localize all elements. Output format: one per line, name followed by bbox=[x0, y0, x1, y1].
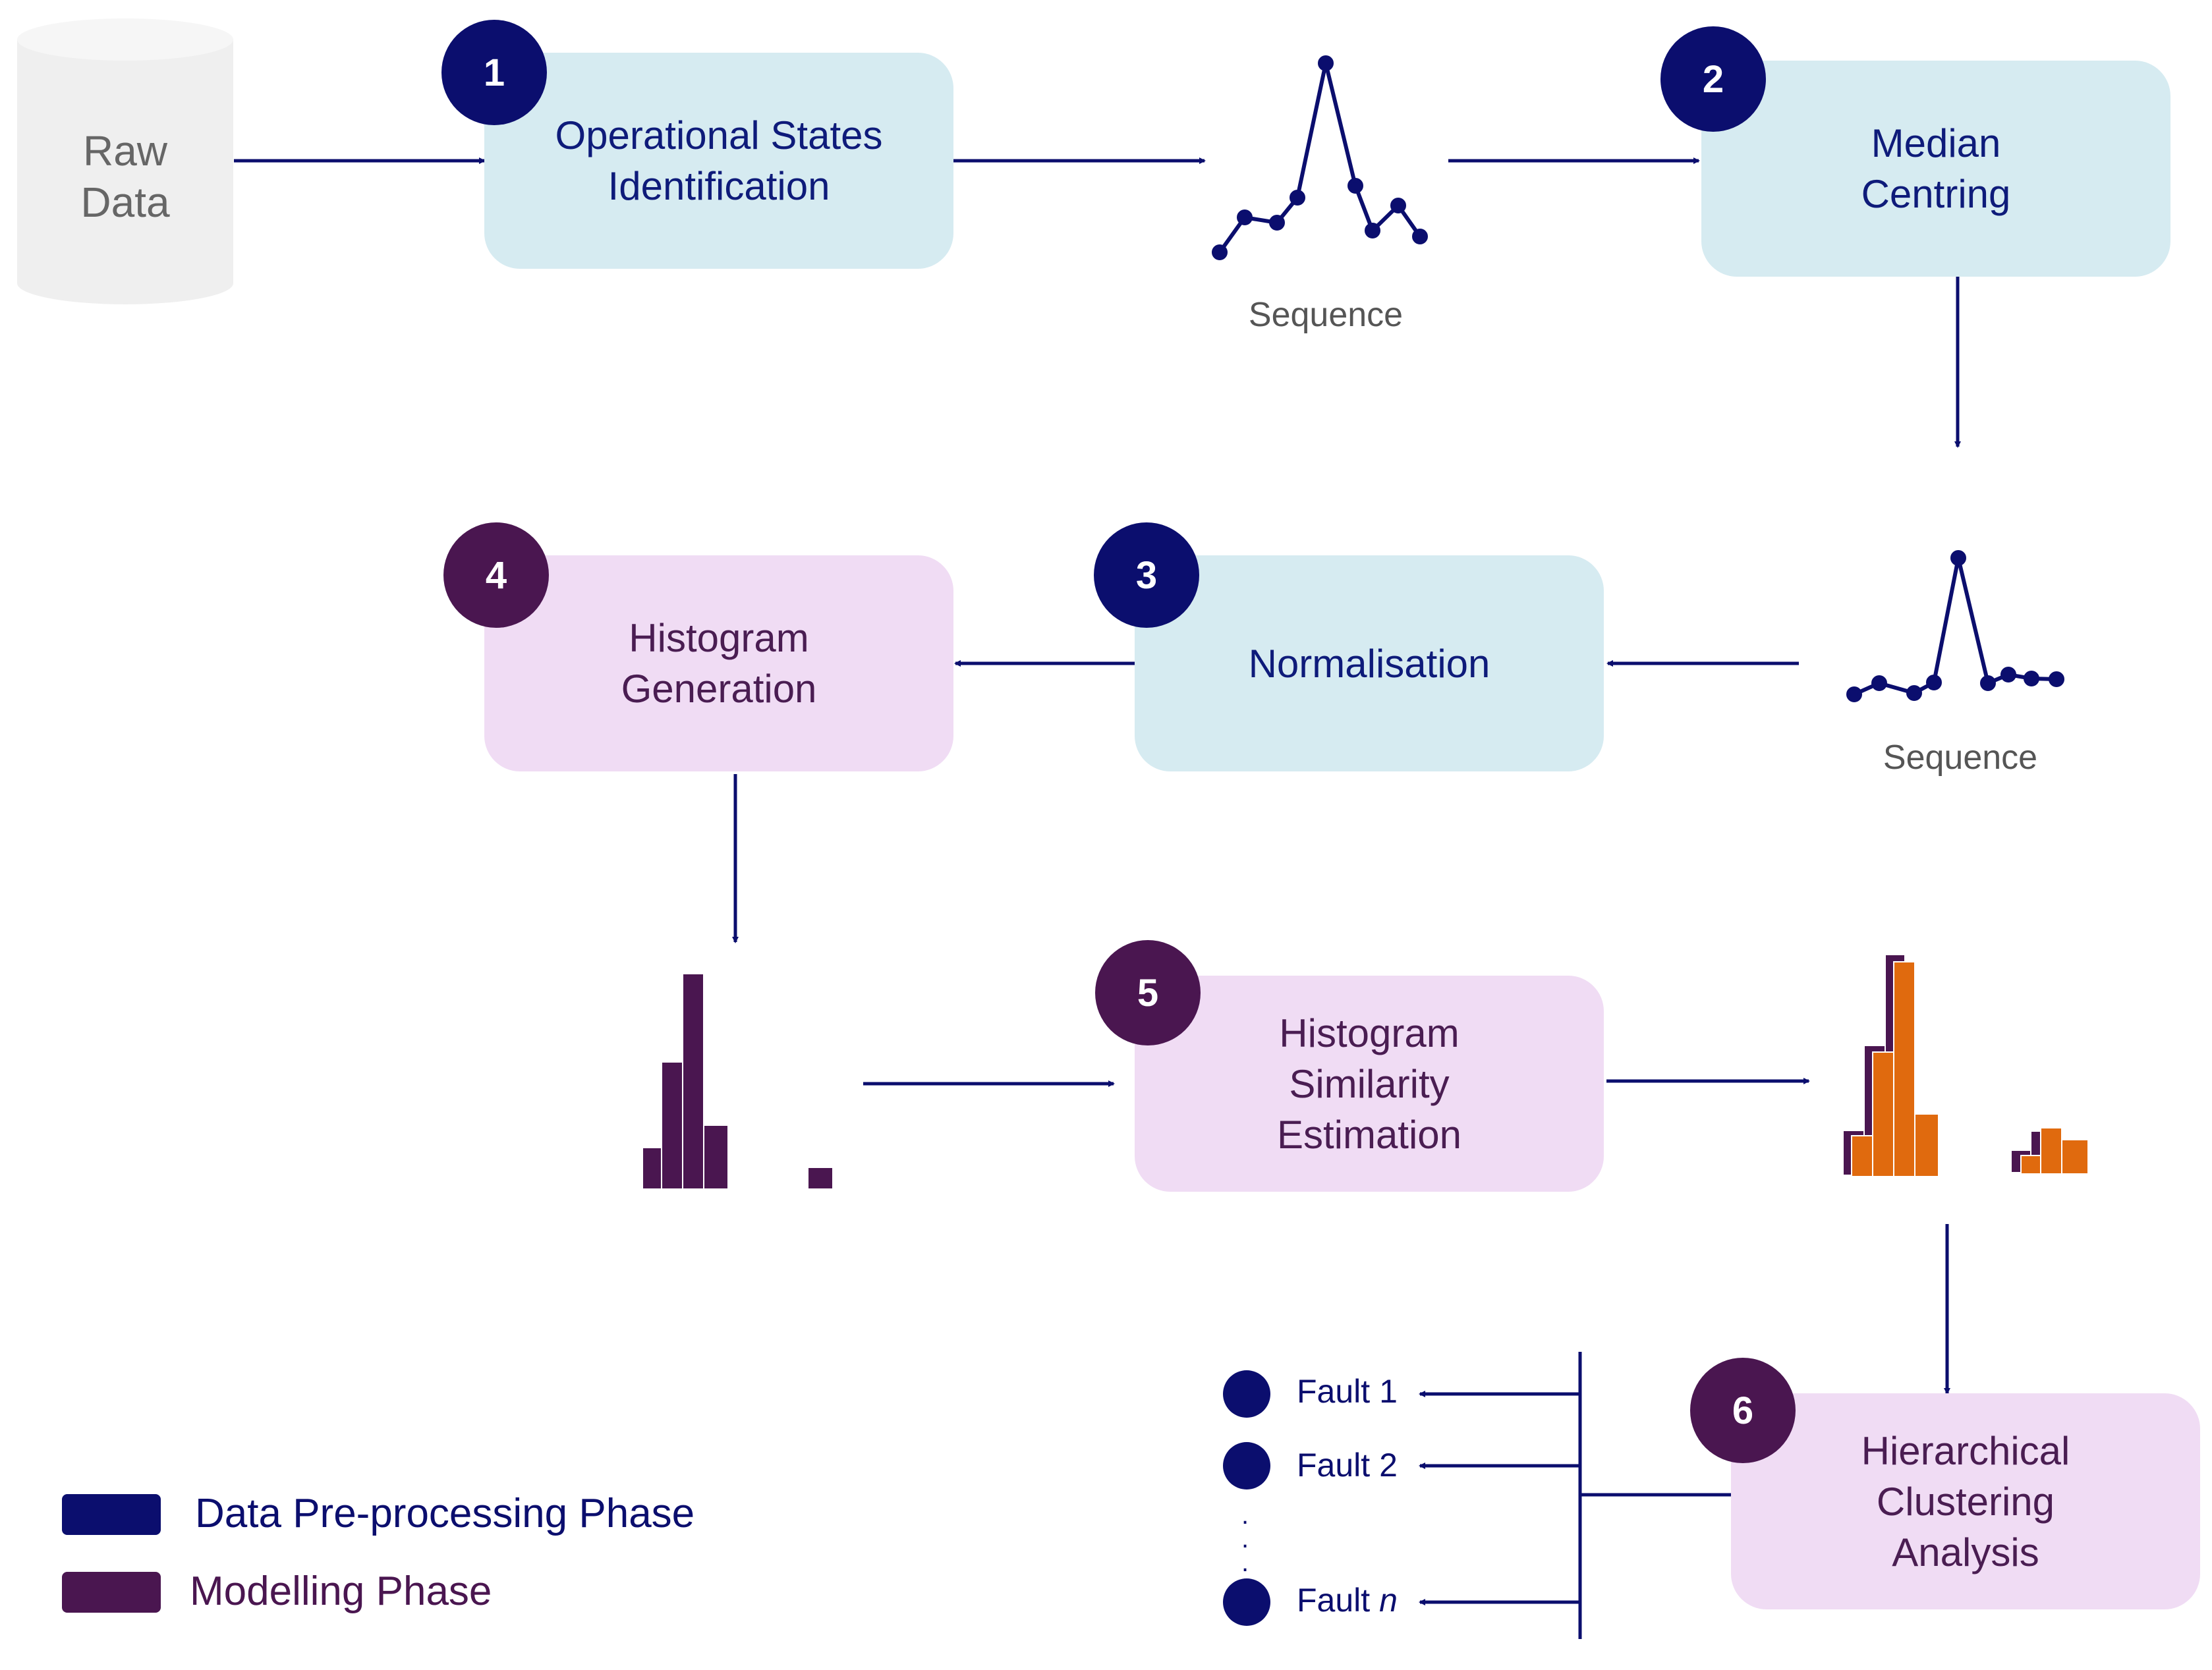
sequence-caption-1: Sequence bbox=[1248, 296, 1404, 334]
fault-label-2-name: Fault bbox=[1297, 1447, 1371, 1484]
fault-node-n bbox=[1223, 1578, 1270, 1626]
fault-label-2-index: 2 bbox=[1379, 1447, 1398, 1484]
raw-data-label: Raw Data bbox=[17, 125, 233, 228]
step-4-box[interactable]: Histogram Generation bbox=[484, 555, 953, 771]
step-5-box[interactable]: Histogram Similarity Estimation bbox=[1135, 976, 1604, 1192]
legend-label-preprocessing: Data Pre-processing Phase bbox=[195, 1491, 695, 1536]
fault-label-1-name: Fault bbox=[1297, 1373, 1371, 1410]
fault-node-2 bbox=[1223, 1442, 1270, 1489]
step-2-label-line1: Median bbox=[1871, 121, 2001, 165]
step-2-badge: 2 bbox=[1660, 26, 1766, 132]
fault-ellipsis: . . . bbox=[1241, 1501, 1249, 1577]
step-3-badge: 3 bbox=[1094, 522, 1199, 628]
step-6-badge: 6 bbox=[1690, 1358, 1796, 1463]
raw-data-label-line2: Data bbox=[80, 179, 170, 226]
step-1-badge: 1 bbox=[441, 20, 547, 125]
raw-data-label-line1: Raw bbox=[82, 127, 168, 175]
step-5-label-line2: Similarity bbox=[1289, 1061, 1450, 1106]
legend-swatch-preprocessing bbox=[62, 1494, 161, 1535]
step-1-label-line2: Identification bbox=[608, 164, 830, 208]
step-4-badge: 4 bbox=[443, 522, 549, 628]
step-6-box[interactable]: Hierarchical Clustering Analysis bbox=[1731, 1393, 2200, 1609]
fault-node-1 bbox=[1223, 1370, 1270, 1418]
histogram-icon bbox=[642, 973, 834, 1190]
database-cylinder-icon bbox=[17, 18, 233, 304]
sequence-sparkline-2 bbox=[1846, 550, 2064, 702]
step-3-label-line1: Normalisation bbox=[1248, 641, 1490, 686]
legend-label-modelling: Modelling Phase bbox=[190, 1569, 492, 1614]
step-6-label-line3: Analysis bbox=[1892, 1530, 2039, 1574]
step-5-label-line3: Estimation bbox=[1276, 1112, 1462, 1157]
step-4-label-line1: Histogram bbox=[629, 616, 809, 660]
step-2-box[interactable]: Median Centring bbox=[1701, 61, 2170, 277]
step-1-box[interactable]: Operational States Identification bbox=[484, 53, 953, 269]
legend-swatch-modelling bbox=[62, 1572, 161, 1613]
fault-label-n-index: n bbox=[1379, 1582, 1398, 1619]
step-6-label-line2: Clustering bbox=[1876, 1479, 2055, 1524]
step-4-label-line2: Generation bbox=[621, 667, 817, 711]
fault-label-n-name: Fault bbox=[1297, 1582, 1371, 1619]
step-3-box[interactable]: Normalisation bbox=[1135, 555, 1604, 771]
step-6-label-line1: Hierarchical bbox=[1861, 1428, 2070, 1473]
sequence-sparkline-1 bbox=[1212, 55, 1428, 260]
overlaid-histograms-icon bbox=[1842, 954, 2089, 1177]
step-5-label-line1: Histogram bbox=[1279, 1011, 1460, 1055]
fault-nodes bbox=[1223, 1370, 1270, 1626]
step-2-label-line2: Centring bbox=[1861, 172, 2011, 216]
sequence-caption-2: Sequence bbox=[1883, 738, 2038, 777]
step-5-badge: 5 bbox=[1095, 940, 1201, 1045]
fault-label-1: Fault 1 bbox=[1297, 1372, 1398, 1410]
step-1-label-line1: Operational States bbox=[555, 113, 883, 157]
fault-label-1-index: 1 bbox=[1379, 1373, 1398, 1410]
fault-label-2: Fault 2 bbox=[1297, 1446, 1398, 1484]
fault-label-n: Fault n bbox=[1297, 1581, 1398, 1619]
